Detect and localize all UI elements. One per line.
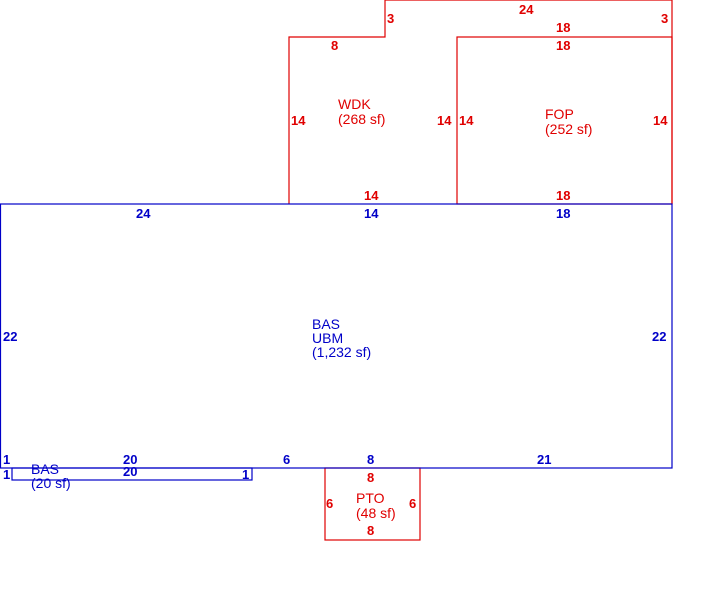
dim-top-left-step: 3 (387, 11, 394, 26)
wdk-area: (268 sf) (338, 111, 385, 127)
wdk-outline (288, 0, 673, 204)
fop-code: FOP (545, 106, 574, 122)
dim-bas-bottom-1: 1 (3, 452, 10, 467)
bas-small-outline (11, 467, 253, 481)
dim-bas-bottom-21: 21 (537, 452, 551, 467)
bas-main-code2: UBM (312, 330, 343, 346)
fop-area: (252 sf) (545, 121, 592, 137)
bas-main-code: BAS (312, 316, 340, 332)
dim-wdk-right: 14 (437, 113, 452, 128)
bas-small-code: BAS (31, 461, 59, 477)
dim-bas-bottom-6: 6 (283, 452, 290, 467)
dim-fop-bottom: 18 (556, 188, 570, 203)
dim-top-span: 24 (519, 2, 534, 17)
dim-bas-top-mid: 14 (364, 206, 379, 221)
dim-bas-right: 22 (652, 329, 666, 344)
dim-small-left: 1 (3, 467, 10, 482)
dim-pto-left: 6 (326, 496, 333, 511)
wdk-code: WDK (338, 96, 371, 112)
dim-small-top: 20 (123, 464, 137, 479)
dim-bas-top-left: 24 (136, 206, 151, 221)
dim-wdk-top: 8 (331, 38, 338, 53)
dim-small-right: 1 (242, 467, 249, 482)
bas-main-area: (1,232 sf) (312, 344, 371, 360)
bas-small-area: (20 sf) (31, 475, 71, 491)
dim-bas-top-right: 18 (556, 206, 570, 221)
dim-top-right-step: 3 (661, 11, 668, 26)
pto-area: (48 sf) (356, 505, 396, 521)
dim-wdk-bottom: 14 (364, 188, 379, 203)
dim-pto-bottom: 8 (367, 523, 374, 538)
dim-fop-top: 18 (556, 38, 570, 53)
dim-bas-left: 22 (3, 329, 17, 344)
dim-bas-bottom-20: 20 (123, 452, 137, 467)
bas-main-outline (0, 203, 673, 469)
dim-fop-left: 14 (459, 113, 474, 128)
dim-pto-top: 8 (367, 470, 374, 485)
dim-pto-right: 6 (409, 496, 416, 511)
dim-wdk-left: 14 (291, 113, 306, 128)
dim-fop-right: 14 (653, 113, 668, 128)
pto-code: PTO (356, 490, 385, 506)
dim-top-inner: 18 (556, 20, 570, 35)
dim-bas-bottom-8: 8 (367, 452, 374, 467)
